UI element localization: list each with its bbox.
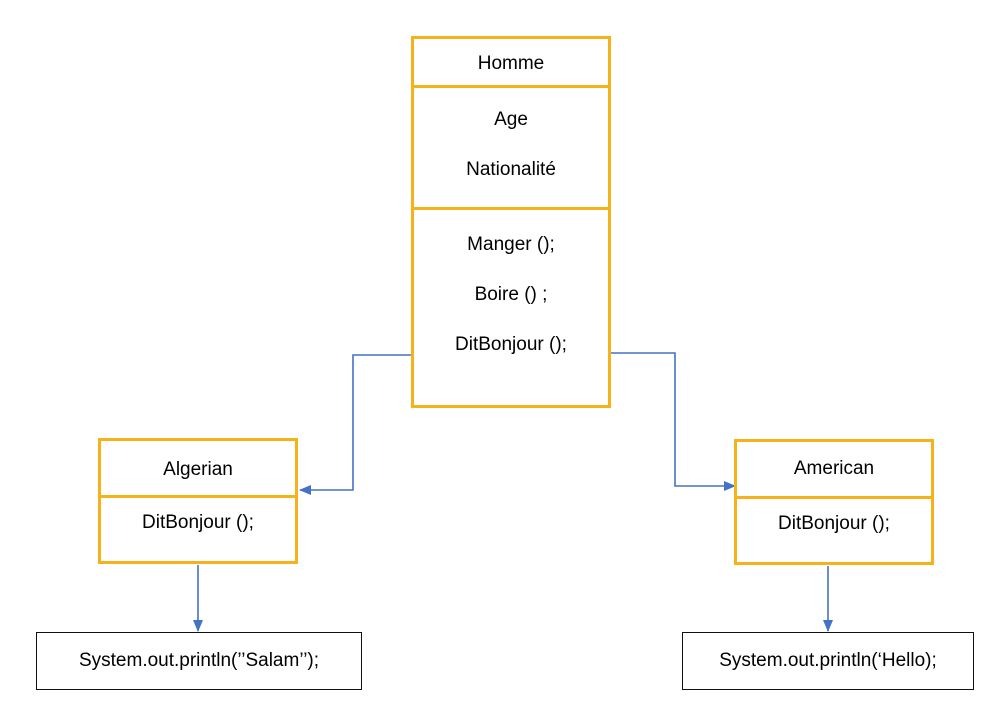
algerian-method: DitBonjour (); [142, 512, 254, 533]
algerian-class-box: Algerian DitBonjour (); [98, 438, 298, 564]
homme-method: Manger (); [467, 234, 555, 255]
american-code-box: System.out.println(‘Hello); [682, 632, 974, 690]
algerian-code-box: System.out.println(’’Salam’’); [36, 632, 362, 690]
homme-method: DitBonjour (); [455, 334, 567, 355]
homme-class-name: Homme [477, 53, 545, 74]
homme-methods-section: Manger (); Boire () ; DitBonjour (); [414, 207, 608, 407]
algerian-methods-section: DitBonjour (); [101, 495, 295, 561]
homme-class-box: Homme Age Nationalité Manger (); Boire (… [411, 36, 611, 408]
american-class-box: American DitBonjour (); [734, 439, 934, 565]
american-methods-section: DitBonjour (); [737, 496, 931, 562]
american-class-name: American [793, 458, 875, 479]
homme-attribute: Age [494, 109, 528, 130]
homme-name-section: Homme [414, 39, 608, 87]
american-code-text: System.out.println(‘Hello); [719, 650, 937, 671]
american-name-section: American [737, 442, 931, 498]
homme-method: Boire () ; [474, 284, 548, 305]
algerian-code-text: System.out.println(’’Salam’’); [78, 650, 320, 671]
homme-to-algerian-arrow [299, 354, 411, 495]
algerian-name-section: Algerian [101, 441, 295, 497]
homme-attributes-section: Age Nationalité [414, 85, 608, 209]
algerian-class-name: Algerian [163, 459, 233, 480]
american-method: DitBonjour (); [778, 513, 890, 534]
homme-to-american-arrow [611, 352, 736, 491]
homme-attribute: Nationalité [466, 159, 556, 180]
